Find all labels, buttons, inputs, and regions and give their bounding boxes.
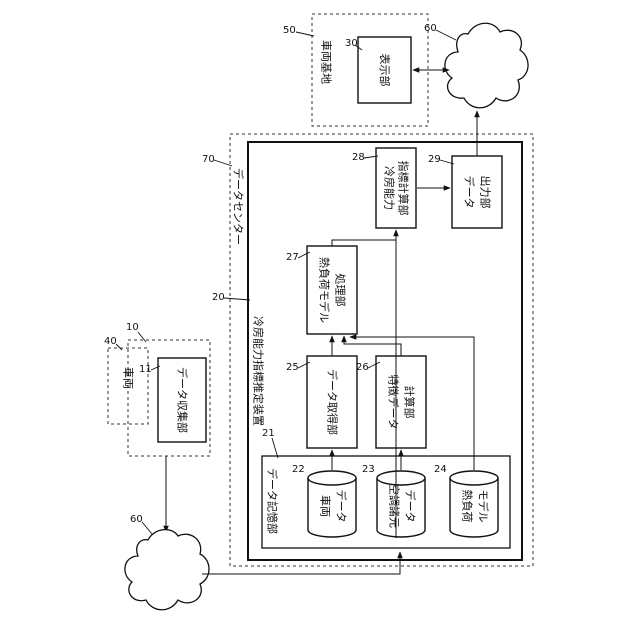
ref-23: 23 [362,464,375,475]
data-output-line2: 出力部 [479,176,493,209]
cooling-index-calc-line1: 冷房能力 [383,166,397,210]
heat-load-model-proc-line2: 処理部 [334,274,348,307]
heat-load-model-line2: モデル [477,490,491,523]
ref-20-leader [224,298,250,300]
feature-data-calc-line2: 計算部 [403,386,417,419]
ref-60-top: 60 [424,23,437,34]
network-cloud-bottom [125,530,209,610]
ref-24: 24 [434,464,447,475]
ref-27: 27 [286,252,299,263]
depot-label: 車両基地 [320,40,334,84]
data-output-line1: データ [463,176,477,209]
ref-29: 29 [428,154,441,165]
network-cloud-top [445,23,528,108]
ref-70: 70 [202,154,215,165]
heat-load-model-line1: 熱負荷 [461,490,474,523]
ref-70-leader [214,160,232,166]
data-acquisition-label: データ取得部 [326,369,340,435]
ref-10: 10 [126,322,139,333]
ref-26: 26 [356,362,369,373]
heat-load-model-proc-box [307,246,357,334]
ref-60-top-leader [436,30,456,40]
ref-20: 20 [212,292,225,303]
estimation-device-label: 冷房能力指標推定装置 [252,316,266,426]
heat-load-model-proc-line1: 熱負荷モデル [318,257,332,323]
ac-spec-data-line1: 空調諸元 [388,484,402,528]
ref-60-bottom-leader [142,522,152,534]
ref-21: 21 [262,428,275,439]
ref-11: 11 [139,364,152,375]
ref-28: 28 [352,152,365,163]
display-unit-label: 表示部 [378,54,392,87]
ref-30: 30 [345,38,358,49]
ref-60-bottom: 60 [130,514,143,525]
ref-21-leader [272,438,278,458]
network-to-storage-link [202,552,400,574]
ref-22: 22 [292,464,305,475]
data-collection-label: データ収集部 [176,367,190,433]
ref-40-leader [116,344,122,350]
data-output-box [452,156,502,228]
data-center-label: データセンター [232,168,246,245]
vehicle-label: 車両 [122,367,136,389]
ref-25: 25 [286,362,299,373]
cooling-index-calc-line2: 指標計算部 [397,161,411,216]
vehicle-data-line2: データ [335,490,349,523]
feature-calc-to-model-proc [344,336,401,356]
ref-50-leader [296,32,314,36]
data-storage-label: データ記憶部 [266,468,280,534]
feature-data-calc-box [376,356,426,448]
ac-spec-data-line2: データ [404,490,418,523]
ref-50: 50 [283,25,296,36]
feature-data-calc-line1: 特徴データ [387,375,401,430]
vehicle-data-line1: 車両 [319,495,333,517]
model-proc-to-index-calc [332,230,396,246]
ref-40: 40 [104,336,117,347]
